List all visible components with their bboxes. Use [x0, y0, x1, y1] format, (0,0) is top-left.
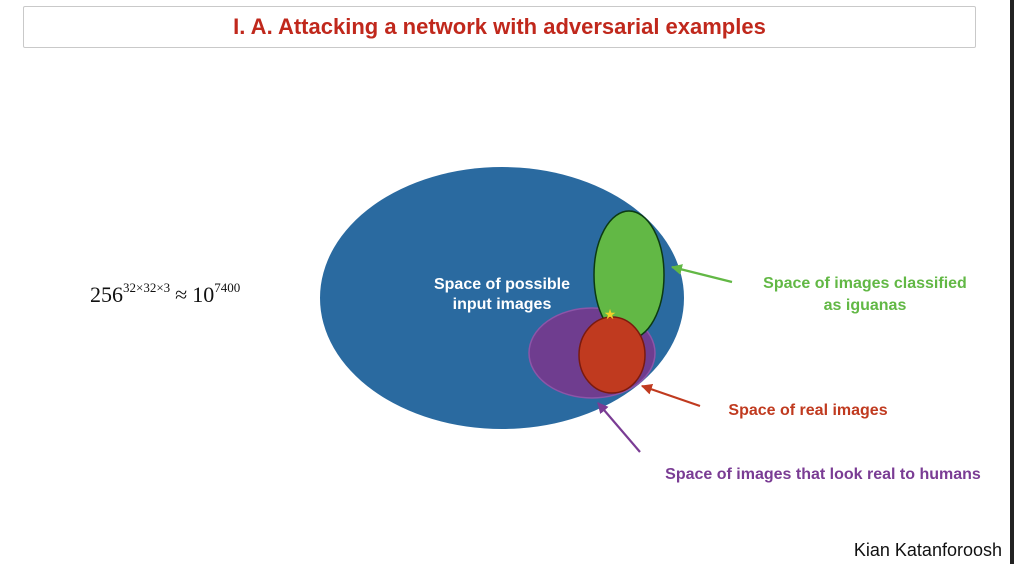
slide-title: I. A. Attacking a network with adversari… [233, 14, 766, 39]
real-images-label: Space of real images [728, 402, 887, 419]
formula-base: 256 [90, 282, 123, 307]
human-arrow [597, 402, 641, 453]
title-box: I. A. Attacking a network with adversari… [23, 6, 976, 48]
real-images-ellipse [578, 316, 646, 394]
formula-approx: ≈ [175, 282, 188, 307]
real-arrow [640, 384, 701, 408]
slide-right-edge [1010, 0, 1014, 564]
formula-result-base: 10 [192, 282, 215, 307]
adversarial-star-icon: ★ [604, 307, 617, 323]
iguana-label-line2: as iguanas [824, 297, 907, 314]
iguana-label-line1: Space of images classified [763, 275, 967, 292]
human-real-label: Space of images that look real to humans [665, 466, 981, 483]
formula-exponent: 32×32×3 [123, 280, 171, 295]
formula: 25632×32×3 ≈107400 [90, 280, 241, 308]
iguana-arrow [670, 264, 733, 284]
possible-inputs-label-line1: Space of possible [434, 276, 570, 293]
possible-inputs-label-line2: input images [453, 296, 552, 313]
author-name: Kian Katanforoosh [853, 540, 1002, 560]
formula-result-exponent: 7400 [214, 280, 241, 295]
